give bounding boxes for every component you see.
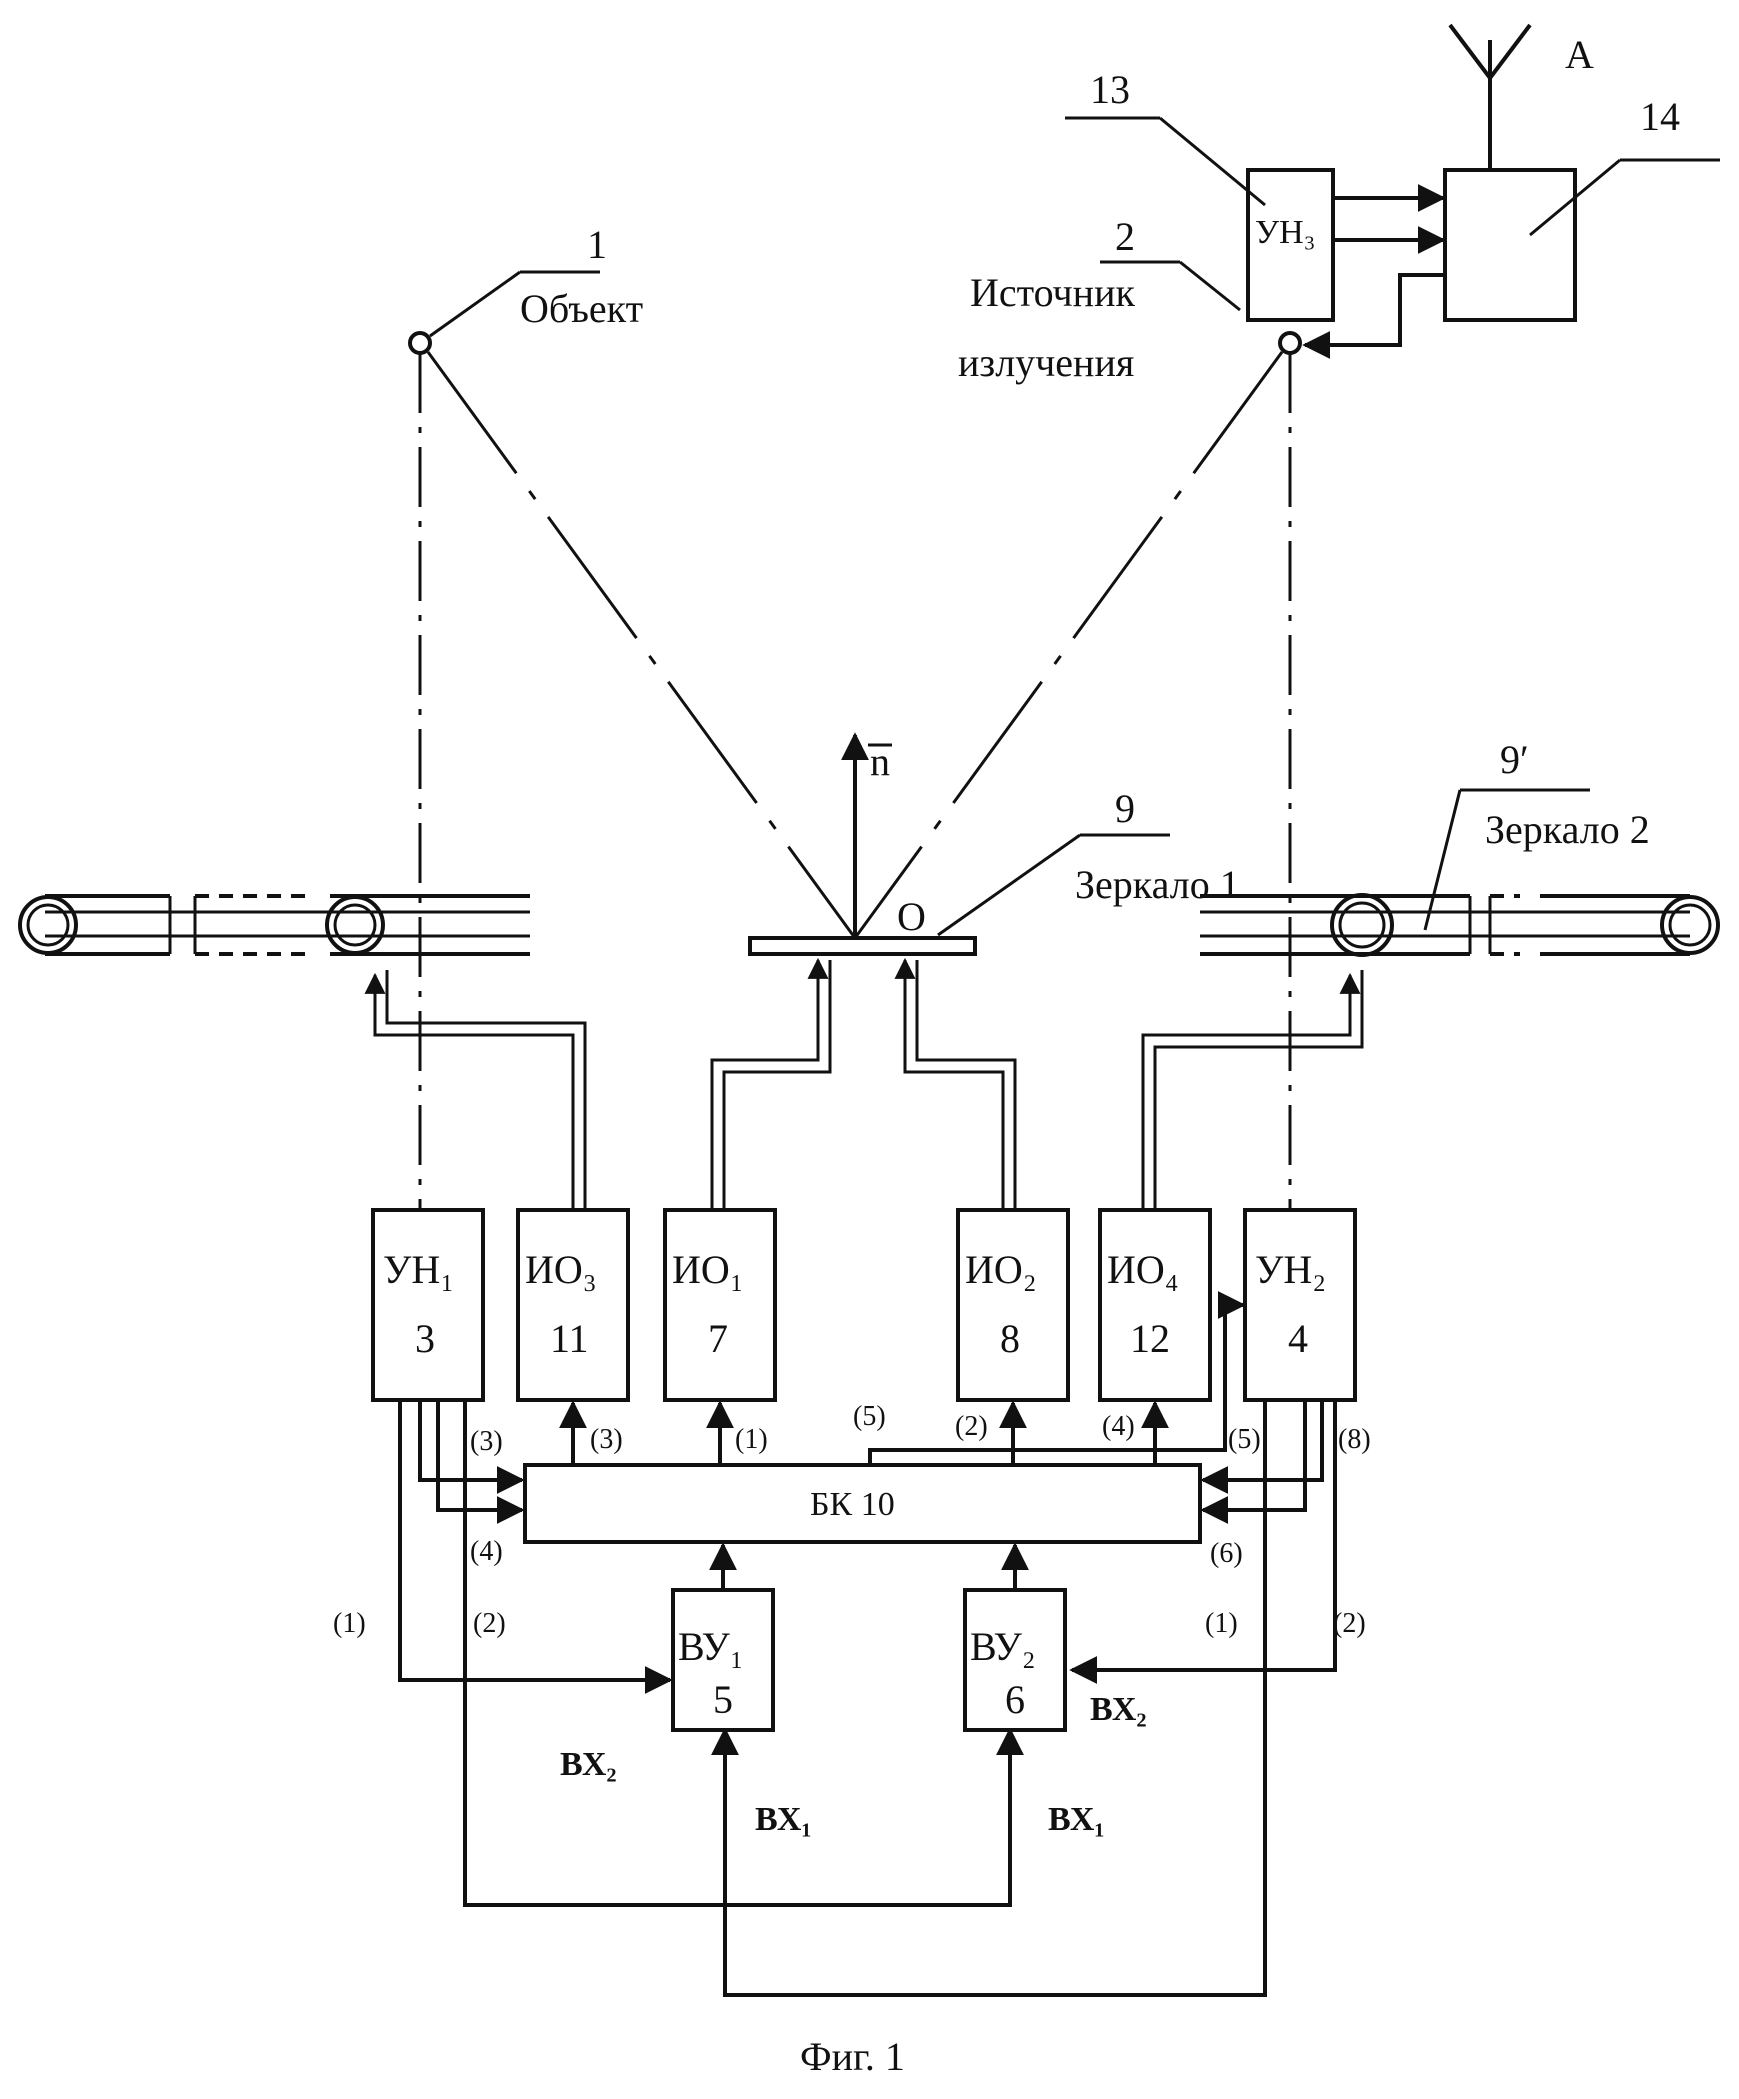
port-label-4a: (4)	[1102, 1411, 1135, 1442]
block-io4	[1100, 1210, 1210, 1400]
port-label-right-1: (1)	[1205, 1608, 1238, 1639]
object-number: 1	[587, 222, 607, 267]
mirror-1	[750, 938, 975, 954]
port-label-left-2: (2)	[473, 1608, 506, 1639]
block-io1	[665, 1210, 775, 1400]
block-un2-num: 4	[1288, 1316, 1308, 1361]
port-label-3a: (3)	[470, 1426, 503, 1457]
block-io3-top: ИО₃	[525, 1247, 597, 1292]
block-vu1-top: ВУ₁	[678, 1624, 744, 1669]
block-vu2-top: ВУ₂	[970, 1624, 1036, 1669]
antenna-label: A	[1565, 32, 1594, 77]
port-label-left-1: (1)	[333, 1608, 366, 1639]
io1-drive-link	[712, 960, 830, 1210]
right-belt	[1200, 895, 1718, 955]
block-io2-top: ИО₂	[965, 1247, 1037, 1292]
number-13: 13	[1090, 67, 1130, 112]
block-io4-num: 12	[1130, 1316, 1170, 1361]
number-14: 14	[1640, 94, 1680, 139]
port-label-6: (6)	[1210, 1538, 1243, 1569]
block-io3	[518, 1210, 628, 1400]
block-io4-top: ИО₄	[1107, 1247, 1179, 1292]
mirror-2-label: Зеркало 2	[1485, 807, 1650, 852]
vu1-input-vx1: ВХ₁	[755, 1801, 812, 1838]
block-un2-top: УН₂	[1255, 1247, 1326, 1292]
source-label-line2: излучения	[958, 340, 1134, 385]
port-label-2: (2)	[955, 1411, 988, 1442]
source-number: 2	[1115, 214, 1135, 259]
block-un1-num: 3	[415, 1316, 435, 1361]
point-o-label: O	[897, 894, 926, 939]
block-un1	[373, 1210, 483, 1400]
block-vu2-num: 6	[1005, 1677, 1025, 1722]
mirror-1-number: 9	[1115, 786, 1135, 831]
left-belt	[20, 896, 530, 954]
block-io1-top: ИО₁	[672, 1247, 744, 1292]
block-un2	[1245, 1210, 1355, 1400]
object-label: Объект	[520, 286, 643, 331]
source-label-line1: Источник	[970, 270, 1135, 315]
vu2-input-vx2: ВХ₂	[1090, 1691, 1147, 1728]
block-bk10-label: БК 10	[810, 1486, 895, 1523]
mirror-2-number: 9′	[1500, 737, 1529, 782]
block-io2-num: 8	[1000, 1316, 1020, 1361]
block-un1-top: УН₁	[383, 1247, 454, 1292]
block-vu1-num: 5	[713, 1677, 733, 1722]
figure-caption: Фиг. 1	[800, 2034, 905, 2079]
block-io3-num: 11	[550, 1316, 589, 1361]
block-un3-label: УН₃	[1255, 214, 1315, 251]
block-io2	[958, 1210, 1068, 1400]
io2-drive-link	[905, 960, 1015, 1210]
port-label-1: (1)	[735, 1424, 768, 1455]
port-label-3b: (3)	[590, 1424, 623, 1455]
block-14	[1445, 170, 1575, 320]
antenna-icon	[1450, 25, 1530, 170]
reflected-ray	[855, 352, 1282, 938]
mirror-1-label: Зеркало 1	[1075, 862, 1240, 907]
port-label-right-2: (2)	[1333, 1608, 1366, 1639]
io4-drive-link	[1143, 970, 1362, 1210]
incident-ray	[428, 352, 855, 938]
port-label-4b: (4)	[470, 1536, 503, 1567]
io3-drive-link	[375, 970, 585, 1210]
block-io1-num: 7	[708, 1316, 728, 1361]
port-label-8: (8)	[1338, 1424, 1371, 1455]
vu2-input-vx1: ВХ₁	[1048, 1801, 1105, 1838]
port-label-5b: (5)	[1228, 1424, 1261, 1455]
vu1-input-vx2: ВХ₂	[560, 1746, 617, 1783]
port-label-5a: (5)	[853, 1401, 886, 1432]
